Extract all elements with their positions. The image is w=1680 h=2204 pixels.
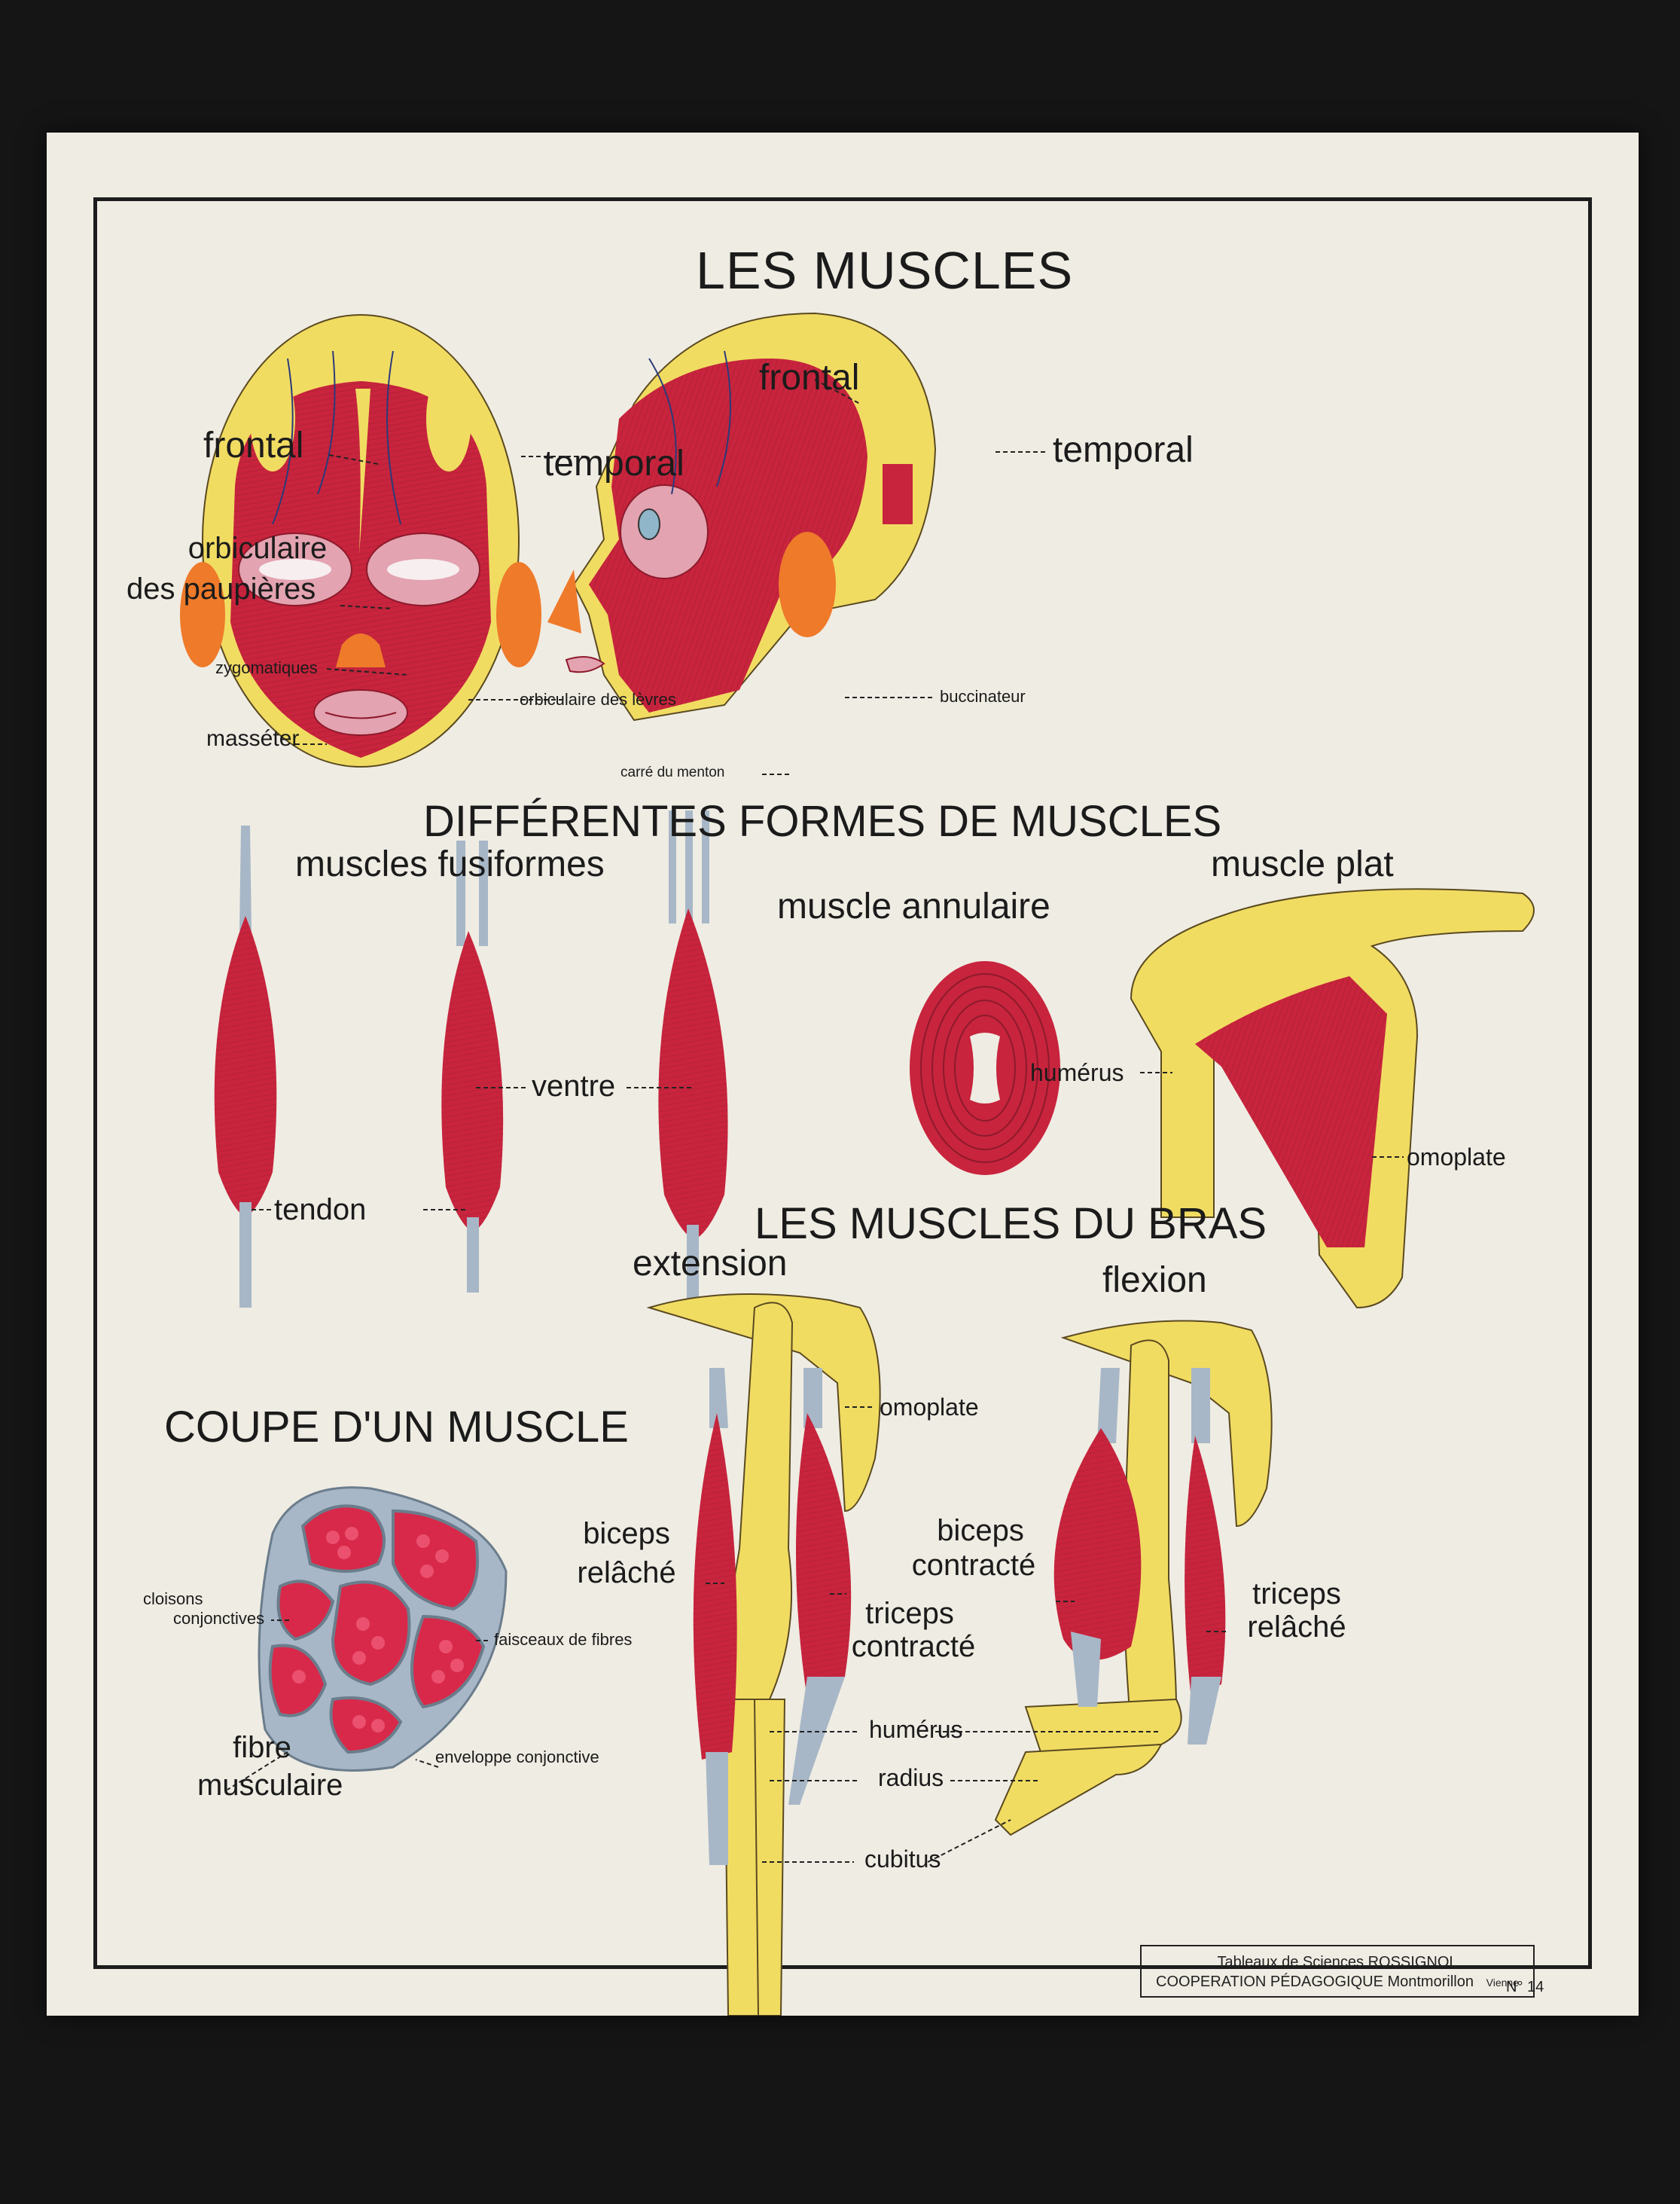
label-frontal-front: frontal: [203, 426, 304, 466]
section-flat-title: muscle plat: [1211, 844, 1394, 884]
label-faisceaux: faisceaux de fibres: [494, 1630, 633, 1649]
label-orbiculaire-levres: orbiculaire des lèvres: [520, 690, 676, 709]
label-carre-menton: carré du menton: [620, 765, 725, 780]
credit-line-2: COOPERATION PÉDAGOGIQUE Montmorillon: [1156, 1974, 1474, 1990]
section-flexion-title: flexion: [1102, 1260, 1207, 1300]
flat-muscle-illustration: [1130, 888, 1535, 1309]
label-frontal-side: frontal: [759, 358, 860, 398]
label-zygomatiques: zygomatiques: [215, 658, 318, 677]
label-triceps-contracte-1: triceps: [865, 1597, 954, 1630]
label-triceps-relache-2: relâché: [1247, 1610, 1346, 1644]
muscle-section-illustration: [227, 1486, 508, 1790]
label-orbiculaire-2: des paupières: [127, 572, 316, 606]
face-side-illustration: [547, 312, 937, 722]
label-orbiculaire-1: orbiculaire: [188, 532, 328, 565]
publisher-credit-box: Tableaux de Sciences ROSSIGNOL COOPERATI…: [1140, 1945, 1535, 1998]
illustrations: [180, 312, 1535, 2016]
label-temporal-front: temporal: [544, 444, 685, 484]
label-masseter: masséter: [206, 726, 300, 751]
annular-muscle-illustration: [910, 961, 1060, 1175]
arm-flexion-illustration: [762, 1320, 1273, 1863]
label-triceps-relache-1: triceps: [1252, 1577, 1341, 1610]
section-muscle-cut-title: COUPE D'UN MUSCLE: [164, 1403, 629, 1452]
section-annular-title: muscle annulaire: [777, 887, 1050, 926]
label-enveloppe: enveloppe conjonctive: [435, 1748, 599, 1766]
fusiform-muscles-illustration: [214, 810, 728, 1315]
section-forms-title: DIFFÉRENTES FORMES DE MUSCLES: [423, 797, 1222, 846]
label-biceps-relache-2: relâché: [577, 1556, 676, 1589]
label-tendon: tendon: [274, 1193, 367, 1226]
poster-sheet: LES MUSCLES frontal temporal orbiculaire…: [47, 133, 1639, 2016]
label-biceps-contracte-2: contracté: [911, 1549, 1036, 1582]
label-cloisons-2: conjonctives: [173, 1609, 265, 1628]
label-temporal-side: temporal: [1053, 430, 1194, 470]
face-leaders: [295, 379, 1048, 775]
label-fibre-2: musculaire: [197, 1769, 343, 1802]
label-biceps-contracte-1: biceps: [937, 1514, 1024, 1547]
section-fusiform-title: muscles fusiformes: [295, 844, 605, 884]
section-extension-title: extension: [633, 1244, 788, 1284]
credit-line-1: Tableaux de Sciences ROSSIGNOL: [1217, 1954, 1458, 1970]
poster-frame: [93, 197, 1592, 1969]
label-buccinateur: buccinateur: [940, 687, 1026, 706]
label-biceps-relache-1: biceps: [583, 1517, 670, 1550]
label-cloisons-1: cloisons: [143, 1589, 203, 1608]
face-front-illustration: [180, 314, 541, 768]
label-humerus-arm: humérus: [869, 1716, 963, 1743]
credit-region: Vienne: [1486, 1977, 1519, 1989]
label-triceps-contracte-2: contracté: [851, 1630, 976, 1663]
label-omoplate-arm: omoplate: [880, 1394, 979, 1421]
label-humerus-flat: humérus: [1030, 1059, 1124, 1086]
label-ventre: ventre: [532, 1070, 616, 1103]
label-cubitus: cubitus: [864, 1845, 941, 1873]
label-fibre-1: fibre: [233, 1731, 291, 1764]
label-radius: radius: [878, 1764, 944, 1791]
poster-title: LES MUSCLES: [696, 241, 1074, 300]
arm-extension-illustration: [646, 1293, 881, 2016]
poster-number: N° 14: [1506, 1979, 1544, 1995]
section-arm-title: LES MUSCLES DU BRAS: [755, 1199, 1267, 1248]
label-omoplate-flat: omoplate: [1407, 1143, 1506, 1171]
